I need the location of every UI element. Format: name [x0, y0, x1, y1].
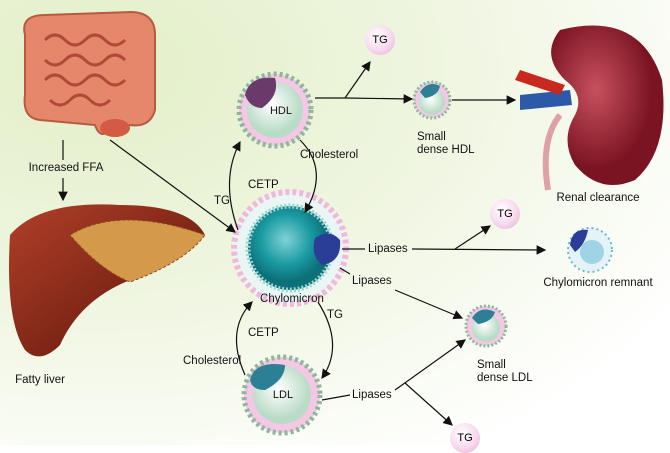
small-dense-ldl-label-line1: Small [477, 359, 506, 371]
small-dense-hdl-label-line2: dense HDL [417, 144, 475, 156]
small-dense-ldl-particle [464, 304, 508, 348]
cetp-top-label: CETP [248, 179, 279, 191]
increased-ffa-label: Increased FFA [28, 162, 104, 174]
tg-bottom-label: TG [327, 309, 343, 321]
hdl-label: HDL [269, 105, 293, 117]
tg-bubble-bottom: TG [450, 423, 480, 453]
small-dense-ldl-label-line2: dense LDL [477, 372, 533, 384]
lipases-label-1: Lipases [368, 243, 408, 255]
cholesterol-bottom-label: Cholesterol [183, 355, 242, 367]
chylomicron-remnant-particle [567, 227, 613, 273]
lipases-label-3: Lipases [352, 389, 392, 401]
kidney-illustration [515, 25, 664, 191]
tg-bubble-top: TG [365, 25, 395, 55]
cholesterol-top-label: Cholesterol [300, 149, 359, 161]
hdl-particle [236, 71, 314, 149]
renal-clearance-label: Renal clearance [556, 192, 640, 204]
intestine-illustration [23, 10, 156, 137]
chylomicron-label: Chylomicron [260, 293, 324, 305]
fatty-liver-illustration [9, 204, 206, 357]
cetp-bottom-label: CETP [248, 327, 279, 339]
small-dense-hdl-label-line1: Small [417, 131, 446, 143]
ldl-particle [241, 354, 323, 436]
chylomicron-particle [231, 189, 349, 307]
small-dense-hdl-particle [412, 80, 452, 120]
tg-top-left-label: TG [214, 195, 230, 207]
ldl-label: LDL [272, 389, 294, 401]
chylomicron-remnant-label: Chylomicron remnant [543, 277, 653, 289]
tg-bubble-mid: TG [490, 199, 520, 229]
pathway-arrows [58, 61, 547, 426]
lipases-label-2: Lipases [352, 275, 392, 287]
fatty-liver-label: Fatty liver [15, 374, 65, 386]
